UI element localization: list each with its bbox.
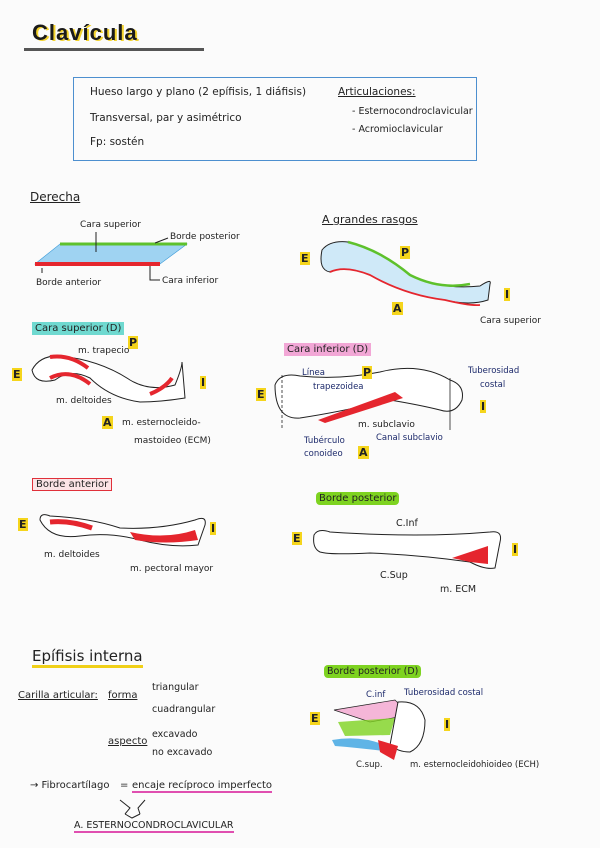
label-linea-1: Línea <box>302 368 325 378</box>
ci-marker-p: P <box>362 366 373 379</box>
label-borde-anterior: Borde anterior <box>36 278 102 288</box>
label-linea-2: trapezoidea <box>313 382 364 392</box>
derecha-heading: Derecha <box>30 190 81 204</box>
label-ecm-1: m. esternocleido- <box>122 418 201 428</box>
label-bpd-ecm: m. esternocleidohioideo (ECH) <box>410 760 540 770</box>
cs-marker-p: P <box>128 336 139 349</box>
cara-inferior-heading: Cara inferior (D) <box>284 343 372 356</box>
info-line-1: Hueso largo y plano (2 epífisis, 1 diáfi… <box>90 86 307 98</box>
label-bpd-c-inf: C.inf <box>366 690 386 700</box>
marker-i: I <box>504 288 511 301</box>
aspecto-option-1: excavado <box>152 729 198 740</box>
ba-marker-e: E <box>18 518 28 531</box>
label-tuberosidad-2: costal <box>480 380 506 390</box>
label-c-sup: C.Sup <box>380 570 408 581</box>
aspecto-option-2: no excavado <box>152 747 213 758</box>
grandes-rasgos-heading: A grandes rasgos <box>322 213 418 226</box>
info-line-2: Transversal, par y asimétrico <box>90 112 242 124</box>
label-bp-ecm: m. ECM <box>440 584 477 595</box>
grandes-rasgos-caption: Cara superior <box>480 316 541 326</box>
bpd-marker-i: I <box>444 718 451 731</box>
label-bpd-tuberosidad: Tuberosidad costal <box>404 688 484 698</box>
cara-superior-heading: Cara superior (D) <box>32 322 125 335</box>
label-borde-posterior: Borde posterior <box>170 232 240 242</box>
ci-marker-e: E <box>256 388 266 401</box>
cs-marker-a: A <box>102 416 113 429</box>
marker-e: E <box>300 252 310 265</box>
label-tuberosidad-1: Tuberosidad <box>468 366 520 376</box>
ci-marker-i: I <box>480 400 487 413</box>
carilla-label: Carilla articular: <box>18 690 98 701</box>
forma-option-1: triangular <box>152 682 199 693</box>
title-underline <box>24 48 204 51</box>
label-ecm-2: mastoideo (ECM) <box>134 436 211 446</box>
info-line-3: Fp: sostén <box>90 136 145 148</box>
label-subclavio: m. subclavio <box>358 420 415 430</box>
label-bpd-c-sup: C.sup. <box>356 760 383 770</box>
label-canal: Canal subclavio <box>376 433 443 443</box>
articulation-2: - Acromioclavicular <box>352 124 443 135</box>
borde-posterior-d-heading: Borde posterior (D) <box>324 665 422 678</box>
ba-marker-i: I <box>210 522 217 535</box>
equals-sign: = <box>120 780 129 791</box>
conclusion-text: A. ESTERNOCONDROCLAVICULAR <box>74 820 234 833</box>
bp-marker-i: I <box>512 543 519 556</box>
label-c-inf: C.Inf <box>396 518 418 529</box>
borde-posterior-heading: Borde posterior <box>316 492 400 505</box>
fibro-line: → Fibrocartílago <box>30 780 110 791</box>
epifisis-heading: Epífisis interna <box>32 647 143 668</box>
marker-a: A <box>392 302 403 315</box>
forma-option-2: cuadrangular <box>152 704 216 715</box>
articulation-1: - Esternocondroclavicular <box>352 106 473 117</box>
label-ba-deltoides: m. deltoides <box>44 550 100 560</box>
articulations-heading: Articulaciones: <box>338 86 416 98</box>
cs-marker-i: I <box>200 376 207 389</box>
forma-label: forma <box>108 690 138 701</box>
label-trapecio: m. trapecio <box>78 346 130 356</box>
ci-marker-a: A <box>358 446 369 459</box>
aspecto-label: aspecto <box>108 736 148 747</box>
label-deltoides: m. deltoides <box>56 396 112 406</box>
info-box: Hueso largo y plano (2 epífisis, 1 diáfi… <box>73 77 477 161</box>
encaje-text: encaje recíproco imperfecto <box>132 780 273 793</box>
marker-p: P <box>400 246 411 259</box>
cs-marker-e: E <box>12 368 22 381</box>
label-tuberculo-1: Tubérculo <box>304 436 345 446</box>
borde-anterior-heading: Borde anterior <box>32 478 113 491</box>
page-title: Clavícula <box>32 20 138 45</box>
label-pectoral: m. pectoral mayor <box>130 564 214 574</box>
bpd-marker-e: E <box>310 712 320 725</box>
bp-marker-e: E <box>292 532 302 545</box>
label-cara-inferior: Cara inferior <box>162 276 219 286</box>
label-cara-superior: Cara superior <box>80 220 141 230</box>
label-tuberculo-2: conoideo <box>304 449 343 459</box>
